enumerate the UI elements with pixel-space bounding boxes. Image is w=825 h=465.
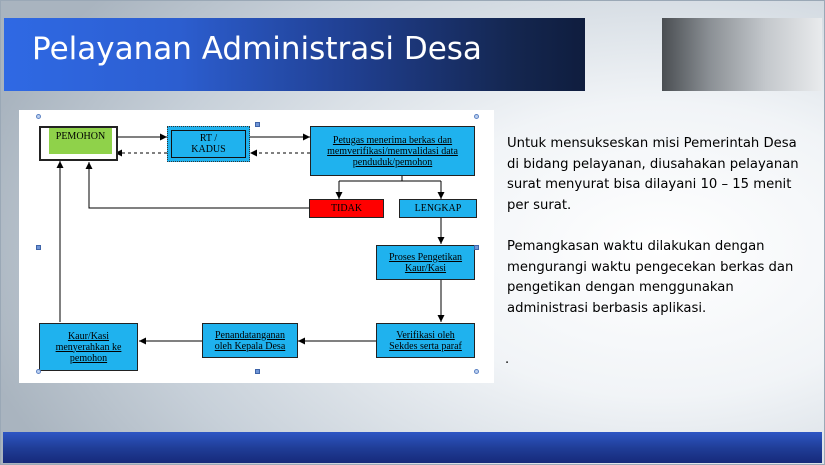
penandatanganan-line-1: Penandatanganan — [215, 329, 285, 341]
kaur-kasi-line-1: Kaur/Kasi — [67, 330, 110, 342]
flowchart-diagram[interactable]: PEMOHON RT / KADUS Petugas menerima berk… — [19, 110, 494, 383]
selection-handle-middle-right[interactable] — [474, 245, 479, 250]
pemohon-label: PEMOHON — [55, 131, 106, 142]
pemohon-label-fill: PEMOHON — [49, 128, 112, 154]
paragraph-1: Untuk mensukseskan misi Pemerintah Desa … — [507, 136, 799, 213]
proses-line-2: Kaur/Kasi — [404, 262, 447, 274]
pemohon-box[interactable]: PEMOHON — [39, 126, 118, 161]
slide-title: Pelayanan Administrasi Desa — [32, 31, 482, 67]
tidak-label: TIDAK — [330, 203, 363, 214]
kaur-kasi-line-2: menyerahkan ke — [55, 341, 122, 353]
selection-handle-middle-left[interactable] — [36, 245, 41, 250]
trailing-dot: . — [505, 352, 510, 367]
arrow-tidak-to-pemohon — [85, 162, 309, 209]
verifikasi-box[interactable]: Verifikasi oleh Sekdes serta paraf — [376, 323, 475, 358]
kaur-kasi-line-3: pemohon — [69, 352, 108, 364]
selection-handle-bottom-left[interactable] — [36, 369, 41, 374]
rt-kadus-line-2: KADUS — [191, 144, 226, 155]
lengkap-label: LENGKAP — [414, 203, 462, 214]
paragraph-spacer — [507, 216, 807, 237]
petugas-line-2: memverifikasi/memvalidasi data — [327, 145, 458, 157]
verifikasi-line-2: Sekdes serta paraf — [389, 340, 462, 352]
selection-handle-top-center[interactable] — [255, 122, 260, 127]
decorative-gray-bar — [662, 18, 822, 91]
flowchart-connectors — [56, 133, 445, 345]
rt-kadus-box[interactable]: RT / KADUS — [167, 126, 250, 162]
proses-line-1: Proses Pengetikan — [388, 251, 463, 263]
selection-handle-top-right[interactable] — [474, 114, 479, 119]
selection-handle-bottom-right[interactable] — [474, 369, 479, 374]
rt-kadus-line-1: RT / — [199, 133, 218, 144]
split-connector — [339, 176, 403, 182]
tidak-box[interactable]: TIDAK — [309, 199, 384, 218]
penandatanganan-line-2: oleh Kepala Desa — [214, 340, 286, 352]
title-bar: Pelayanan Administrasi Desa — [4, 18, 585, 91]
proses-pengetikan-box[interactable]: Proses Pengetikan Kaur/Kasi — [376, 245, 475, 280]
petugas-box[interactable]: Petugas menerima berkas dan memverifikas… — [310, 126, 475, 176]
petugas-line-1: Petugas menerima berkas dan — [332, 134, 453, 146]
bottom-bar — [3, 432, 822, 463]
penandatanganan-box[interactable]: Penandatanganan oleh Kepala Desa — [202, 323, 298, 358]
lengkap-box[interactable]: LENGKAP — [399, 199, 477, 218]
paragraph-2: Pemangkasan waktu dilakukan dengan mengu… — [507, 239, 794, 316]
selection-handle-bottom-center[interactable] — [255, 369, 260, 374]
kaur-kasi-box[interactable]: Kaur/Kasi menyerahkan ke pemohon — [39, 323, 138, 371]
side-text: Untuk mensukseskan misi Pemerintah Desa … — [507, 134, 807, 319]
verifikasi-line-1: Verifikasi oleh — [396, 329, 455, 341]
petugas-line-3: penduduk/pemohon — [352, 156, 433, 168]
selection-handle-top-left[interactable] — [36, 114, 41, 119]
